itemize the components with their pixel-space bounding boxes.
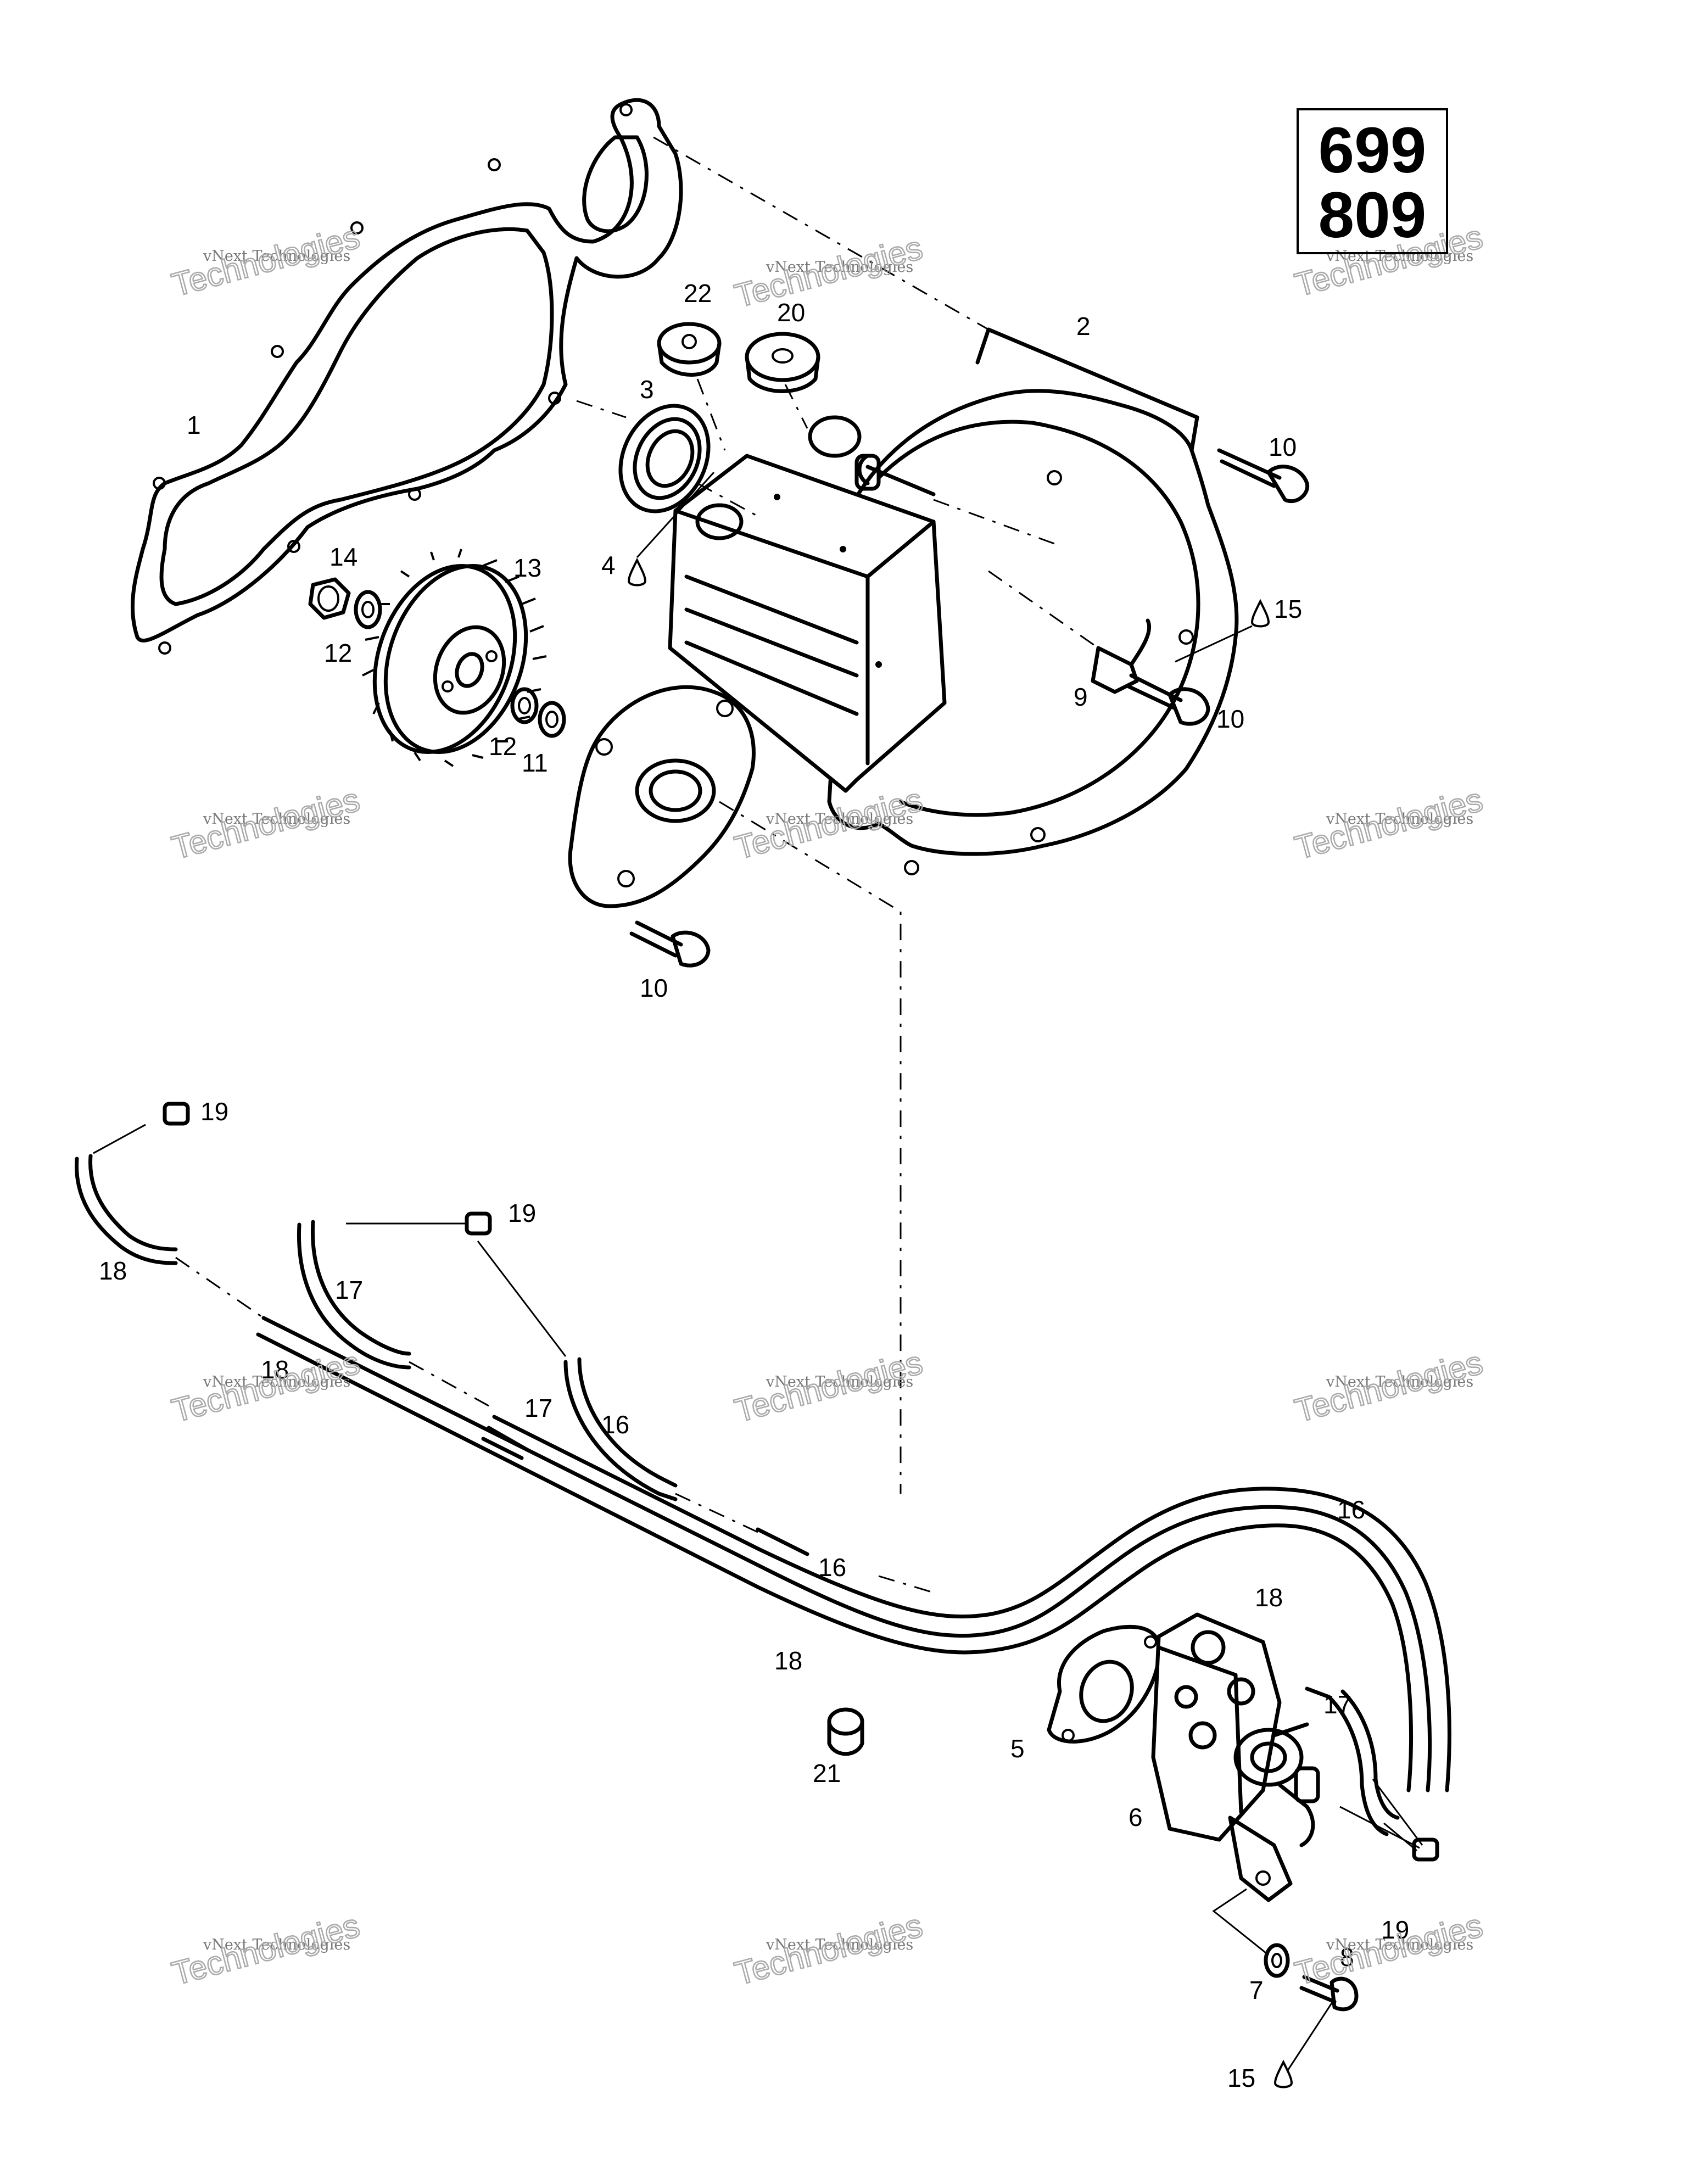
screw-10-mid — [1126, 673, 1210, 726]
svg-text:Technologies: Technologies — [731, 229, 926, 314]
gear — [362, 549, 547, 767]
svg-text:vNext Technologies: vNext Technologies — [203, 1373, 350, 1390]
svg-text:Technologies: Technologies — [731, 1344, 926, 1429]
callout-16a: 16 — [601, 1410, 629, 1439]
callout-19a: 19 — [200, 1097, 228, 1126]
model-number-699: 699 — [1318, 114, 1427, 187]
clamp-19-mid — [465, 1211, 492, 1236]
callout-14: 14 — [329, 543, 357, 571]
callout-10a: 10 — [1269, 433, 1297, 461]
svg-text:vNext Technologies: vNext Technologies — [766, 1936, 913, 1953]
callout-22: 22 — [684, 279, 712, 308]
model-number-box: 699 809 — [1297, 108, 1448, 254]
callout-10b: 10 — [1216, 705, 1244, 733]
nut-14 — [308, 577, 351, 620]
callout-18a: 18 — [99, 1256, 127, 1285]
svg-text:Technologies: Technologies — [731, 1907, 926, 1992]
callout-8: 8 — [1340, 1943, 1354, 1971]
callout-18b: 18 — [261, 1355, 289, 1384]
washer-11 — [538, 701, 566, 738]
svg-text:vNext Technologies: vNext Technologies — [1326, 1373, 1473, 1390]
drop-icon — [627, 557, 647, 587]
callout-21: 21 — [813, 1759, 841, 1788]
hose-bundle — [256, 1316, 1451, 1792]
callout-7: 7 — [1249, 1976, 1264, 2004]
callout-19c: 19 — [1381, 1915, 1409, 1944]
svg-text:Technologies: Technologies — [168, 781, 364, 866]
callout-15b: 15 — [1227, 2064, 1255, 2092]
hose-17-left — [297, 1220, 411, 1370]
svg-text:Technologies: Technologies — [1291, 1344, 1487, 1429]
svg-text:vNext Technologies: vNext Technologies — [766, 811, 913, 828]
svg-text:vNext Technologies: vNext Technologies — [203, 1936, 350, 1953]
callout-11: 11 — [522, 749, 548, 777]
washer-7 — [1264, 1943, 1290, 1978]
drop-icon — [1273, 2059, 1293, 2088]
callout-16c: 16 — [1337, 1495, 1365, 1524]
callout-3: 3 — [640, 375, 654, 404]
callout-13: 13 — [513, 554, 541, 582]
svg-text:Technologies: Technologies — [1291, 781, 1487, 866]
callout-6: 6 — [1129, 1803, 1143, 1831]
callout-18c: 18 — [774, 1646, 802, 1675]
callout-12a: 12 — [324, 639, 352, 667]
callout-20: 20 — [777, 298, 805, 327]
svg-text:Technologies: Technologies — [168, 1907, 364, 1992]
callout-18d: 18 — [1255, 1583, 1283, 1612]
housing — [568, 327, 1239, 908]
svg-text:vNext Technologies: vNext Technologies — [766, 1373, 913, 1390]
callout-12b: 12 — [489, 732, 517, 761]
spacer-21 — [827, 1707, 864, 1756]
drop-icon — [1250, 599, 1270, 628]
screw-10-top — [1217, 448, 1310, 504]
callout-5: 5 — [1010, 1734, 1025, 1763]
callout-17b: 17 — [524, 1394, 552, 1422]
svg-text:vNext Technologies: vNext Technologies — [203, 248, 350, 265]
plug-22 — [657, 322, 722, 377]
clamp-19-top — [163, 1102, 190, 1126]
model-number-809: 809 — [1318, 179, 1427, 252]
clip-9 — [1091, 618, 1152, 694]
callout-15a: 15 — [1274, 595, 1302, 623]
washer-12b — [510, 687, 539, 724]
pump-gasket — [1047, 1624, 1161, 1744]
washer-12a — [354, 590, 382, 629]
callout-17a: 17 — [335, 1276, 363, 1304]
oil-pump — [1151, 1612, 1331, 1902]
gasket — [130, 98, 683, 655]
hose-18-left — [75, 1154, 178, 1265]
svg-text:vNext Technologies: vNext Technologies — [1326, 1936, 1473, 1953]
svg-text:Technologies: Technologies — [168, 218, 364, 303]
clamp-19-right — [1412, 1837, 1439, 1862]
callout-17c: 17 — [1323, 1690, 1351, 1719]
callout-4: 4 — [601, 551, 616, 579]
callout-9: 9 — [1074, 683, 1088, 711]
screw-8 — [1299, 1975, 1359, 2012]
screw-10-bottom — [629, 920, 711, 968]
callout-16b: 16 — [818, 1553, 846, 1582]
plug-20 — [745, 332, 820, 393]
callout-1: 1 — [187, 411, 201, 439]
callout-19b: 19 — [508, 1199, 536, 1227]
hose-16-short — [563, 1357, 678, 1501]
svg-text:vNext Technologies: vNext Technologies — [766, 259, 913, 276]
callout-10c: 10 — [640, 974, 668, 1002]
svg-text:vNext Technologies: vNext Technologies — [203, 811, 350, 828]
callout-2: 2 — [1076, 312, 1091, 340]
seal — [618, 404, 711, 513]
svg-text:vNext Technologies: vNext Technologies — [1326, 811, 1473, 828]
svg-text:vNext Technologies: vNext Technologies — [1326, 248, 1473, 265]
